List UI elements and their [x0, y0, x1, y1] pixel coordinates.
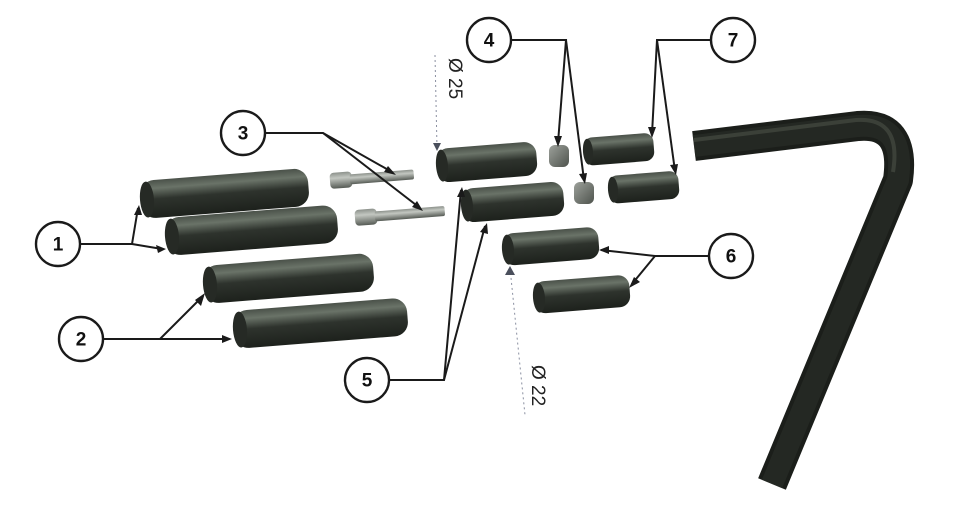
leader-3	[265, 132, 423, 211]
part-2-rod-lower	[232, 298, 408, 348]
callout-5-label: 5	[362, 371, 373, 392]
part-6-rod-upper	[501, 227, 600, 266]
callout-7: 7	[709, 16, 757, 64]
leader-1	[80, 205, 166, 253]
dimension-d25-label: Ø 25	[444, 58, 465, 99]
part-4-nut-lower	[574, 182, 594, 204]
callout-2-label: 2	[76, 330, 87, 351]
part-7-pin-lower	[607, 171, 680, 204]
part-3-bolt-upper	[329, 169, 414, 189]
part-2-rod-upper	[202, 253, 374, 303]
dimension-d25-line	[434, 54, 438, 149]
callout-6-label: 6	[726, 247, 737, 268]
part-6-rod-lower	[532, 275, 631, 314]
callout-1-label: 1	[53, 235, 64, 256]
callout-1: 1	[34, 220, 82, 268]
part-1-rod-lower	[164, 205, 338, 255]
callout-4: 4	[465, 16, 513, 64]
dimension-d22-line	[509, 267, 526, 416]
dimension-d22-label: Ø 22	[527, 365, 548, 406]
hex-key-wrench	[692, 110, 915, 490]
leader-4	[512, 39, 587, 184]
part-5-rod-upper	[435, 142, 538, 183]
leader-6	[599, 246, 708, 288]
dimension-d25-arrow	[433, 143, 441, 151]
part-3-bolt-lower	[354, 206, 445, 226]
callout-6: 6	[707, 232, 755, 280]
dimension-d22-arrow	[505, 266, 515, 275]
part-5-rod-lower	[460, 181, 565, 223]
callout-7-label: 7	[728, 31, 739, 52]
callout-3: 3	[219, 109, 267, 157]
dimension-d22: Ø 22	[505, 266, 548, 416]
callout-3-label: 3	[238, 124, 249, 145]
leader-5	[390, 187, 488, 381]
leader-2	[103, 293, 232, 343]
callout-5: 5	[343, 356, 391, 404]
callout-2: 2	[57, 315, 105, 363]
leader-7	[648, 39, 710, 175]
part-1-rod-upper	[139, 168, 309, 218]
part-7-pin-upper	[582, 133, 655, 166]
callout-4-label: 4	[484, 31, 495, 52]
dimension-d25: Ø 25	[433, 54, 465, 151]
part-4-nut-upper	[549, 145, 569, 167]
